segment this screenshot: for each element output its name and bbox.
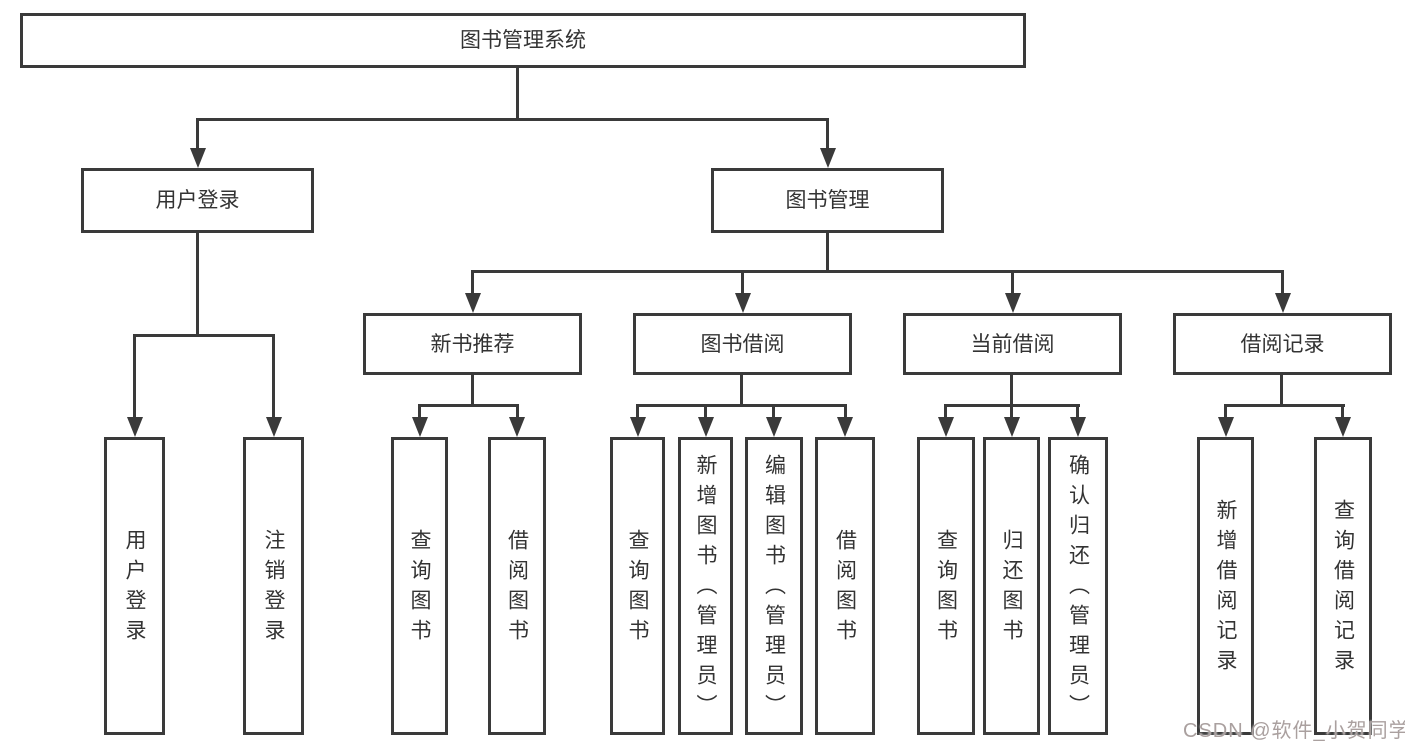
connector-book-mgmt-stem xyxy=(826,233,829,272)
connector-stub xyxy=(516,404,519,419)
arrowhead-leaf xyxy=(509,417,525,437)
node-leaf-query-borrow-record: 查询借阅记录 xyxy=(1314,437,1372,735)
arrowhead-new-book xyxy=(465,293,481,313)
node-leaf-confirm-return-admin: 确认归还（管理员） xyxy=(1048,437,1108,735)
arrowhead-login-leaf xyxy=(127,417,143,437)
node-new-book-recommend: 新书推荐 xyxy=(363,313,582,375)
connector-book-borrow-bus xyxy=(636,404,847,407)
arrowhead-book-borrow xyxy=(735,293,751,313)
connector-to-book-borrow xyxy=(741,272,744,295)
arrowhead-leaf xyxy=(1004,417,1020,437)
connector-user-login-bus xyxy=(133,334,275,337)
connector-stub xyxy=(1224,404,1227,419)
arrowhead-user-login xyxy=(190,148,206,168)
node-leaf-query-book-3: 查询图书 xyxy=(917,437,975,735)
node-leaf-borrow-book-1: 借阅图书 xyxy=(488,437,546,735)
connector-to-current-borrow xyxy=(1011,272,1014,295)
arrowhead-leaf xyxy=(766,417,782,437)
node-leaf-query-book-2: 查询图书 xyxy=(610,437,665,735)
connector-stub xyxy=(1341,404,1344,419)
connector-stub xyxy=(944,404,947,419)
connector-to-user-login xyxy=(196,118,199,150)
connector-stub xyxy=(636,404,639,419)
connector-book-borrow-stem xyxy=(740,375,743,406)
node-library-system: 图书管理系统 xyxy=(20,13,1026,68)
arrowhead-leaf xyxy=(1218,417,1234,437)
connector-stub xyxy=(772,404,775,419)
connector-to-logout-leaf xyxy=(272,334,275,419)
node-leaf-add-borrow-record: 新增借阅记录 xyxy=(1197,437,1254,735)
node-leaf-query-book-1: 查询图书 xyxy=(391,437,448,735)
connector-new-book-bus xyxy=(418,404,519,407)
arrowhead-borrow-record xyxy=(1275,293,1291,313)
connector-borrow-record-bus xyxy=(1224,404,1345,407)
node-book-borrow: 图书借阅 xyxy=(633,313,852,375)
connector-stub xyxy=(844,404,847,419)
connector-stub xyxy=(1010,404,1013,419)
connector-to-borrow-record xyxy=(1281,272,1284,295)
connector-stub xyxy=(418,404,421,419)
connector-new-book-stem xyxy=(471,375,474,406)
arrowhead-leaf xyxy=(1070,417,1086,437)
arrowhead-leaf xyxy=(698,417,714,437)
arrowhead-leaf xyxy=(630,417,646,437)
connector-to-book-mgmt xyxy=(826,118,829,150)
arrowhead-leaf xyxy=(837,417,853,437)
arrowhead-current-borrow xyxy=(1005,293,1021,313)
arrowhead-leaf xyxy=(412,417,428,437)
node-leaf-logout: 注销登录 xyxy=(243,437,304,735)
node-leaf-add-book-admin: 新增图书（管理员） xyxy=(678,437,733,735)
node-leaf-edit-book-admin: 编辑图书（管理员） xyxy=(745,437,803,735)
connector-level3-bus xyxy=(471,270,1284,273)
node-current-borrow: 当前借阅 xyxy=(903,313,1122,375)
node-leaf-return-book: 归还图书 xyxy=(983,437,1040,735)
connector-current-borrow-stem xyxy=(1010,375,1013,406)
arrowhead-leaf xyxy=(938,417,954,437)
connector-borrow-record-stem xyxy=(1280,375,1283,406)
arrowhead-book-mgmt xyxy=(820,148,836,168)
connector-level2-bus xyxy=(197,118,829,121)
arrowhead-logout-leaf xyxy=(266,417,282,437)
csdn-watermark: CSDN @软件_小贺同学 xyxy=(1183,720,1405,742)
node-user-login-branch: 用户登录 xyxy=(81,168,314,233)
node-book-mgmt-branch: 图书管理 xyxy=(711,168,944,233)
connector-user-login-stem xyxy=(196,233,199,336)
node-leaf-user-login: 用户登录 xyxy=(104,437,165,735)
node-borrow-record: 借阅记录 xyxy=(1173,313,1392,375)
connector-stub xyxy=(704,404,707,419)
connector-stub xyxy=(1076,404,1079,419)
node-leaf-borrow-book-2: 借阅图书 xyxy=(815,437,875,735)
connector-root-stem xyxy=(516,68,519,121)
connector-to-login-leaf xyxy=(133,334,136,419)
connector-to-new-book xyxy=(471,272,474,295)
arrowhead-leaf xyxy=(1335,417,1351,437)
